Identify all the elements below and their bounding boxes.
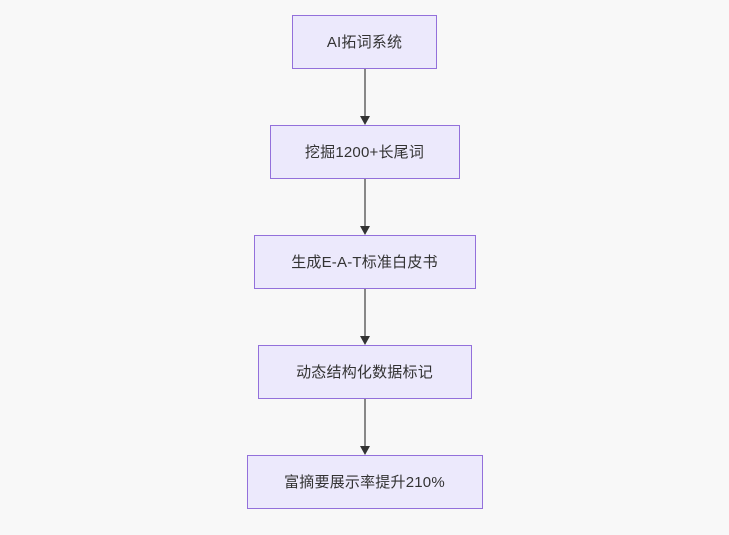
flow-node-n5[interactable]: 富摘要展示率提升210% [246, 455, 483, 509]
edge-line [363, 289, 366, 337]
flow-edge-n2-n3 [358, 179, 372, 235]
flow-node-n4[interactable]: 动态结构化数据标记 [257, 345, 472, 399]
edge-line [363, 179, 366, 227]
flow-edge-n4-n5 [358, 399, 372, 455]
flow-node-label: 动态结构化数据标记 [296, 363, 433, 381]
flow-edge-n3-n4 [358, 289, 372, 345]
flow-node-label: 挖掘1200+长尾词 [304, 143, 425, 161]
flow-node-label: 生成E-A-T标准白皮书 [291, 253, 438, 271]
flow-node-n1[interactable]: AI拓词系统 [292, 15, 437, 69]
edge-line [363, 399, 366, 447]
flow-node-label: AI拓词系统 [326, 33, 403, 51]
down-arrow-icon [359, 336, 370, 345]
flow-edge-n1-n2 [358, 69, 372, 125]
edge-line [363, 69, 366, 117]
down-arrow-icon [359, 446, 370, 455]
flow-node-n2[interactable]: 挖掘1200+长尾词 [269, 125, 460, 179]
down-arrow-icon [359, 226, 370, 235]
down-arrow-icon [359, 116, 370, 125]
flow-node-n3[interactable]: 生成E-A-T标准白皮书 [253, 235, 476, 289]
flow-node-label: 富摘要展示率提升210% [284, 473, 445, 491]
